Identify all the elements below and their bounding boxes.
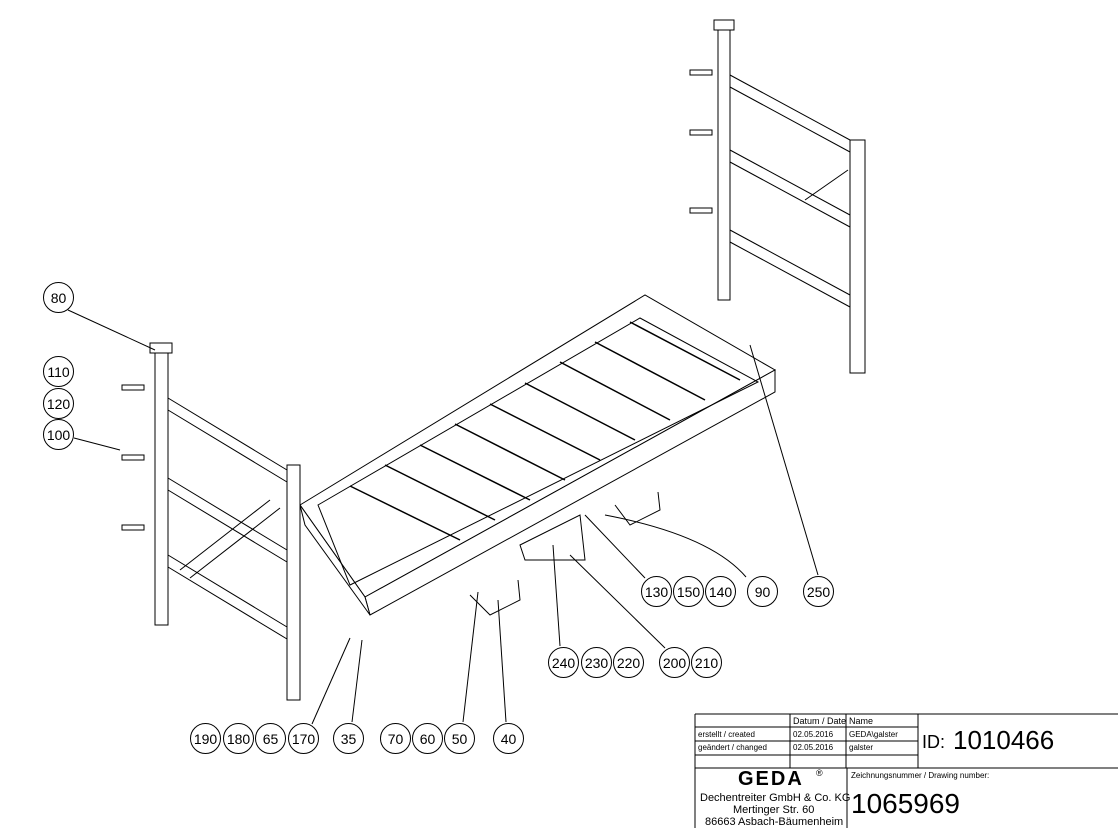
balloon-65: 65 bbox=[255, 723, 286, 754]
changed-name: galster bbox=[849, 743, 874, 752]
changed-label: geändert / changed bbox=[698, 743, 767, 752]
company-name: Dechentreiter GmbH & Co. KG bbox=[700, 792, 851, 804]
created-date: 02.05.2016 bbox=[793, 730, 834, 739]
drawing-number: 1065969 bbox=[851, 788, 961, 819]
balloon-60: 60 bbox=[412, 723, 443, 754]
changed-date: 02.05.2016 bbox=[793, 743, 834, 752]
date-header: Datum / Date bbox=[793, 716, 847, 726]
created-name: GEDA\galster bbox=[849, 730, 898, 739]
balloon-230: 230 bbox=[581, 647, 612, 678]
balloon-140: 140 bbox=[705, 576, 736, 607]
balloon-120: 120 bbox=[43, 388, 74, 419]
mounting-brackets bbox=[469, 491, 661, 616]
balloon-190: 190 bbox=[190, 723, 221, 754]
company-city: 86663 Asbach-Bäumenheim bbox=[705, 816, 844, 828]
balloon-70: 70 bbox=[380, 723, 411, 754]
balloon-130: 130 bbox=[641, 576, 672, 607]
balloon-210: 210 bbox=[691, 647, 722, 678]
registered-mark: ® bbox=[816, 768, 823, 778]
balloon-150: 150 bbox=[673, 576, 704, 607]
left-railing-frame bbox=[149, 342, 301, 701]
company-street: Mertinger Str. 60 bbox=[733, 804, 815, 816]
balloon-220: 220 bbox=[613, 647, 644, 678]
balloon-100: 100 bbox=[43, 419, 74, 450]
leader-lines bbox=[67, 309, 819, 725]
balloon-200: 200 bbox=[659, 647, 690, 678]
balloon-250: 250 bbox=[803, 576, 834, 607]
id-value: 1010466 bbox=[953, 725, 1055, 755]
right-railing-frame bbox=[713, 19, 866, 374]
title-block-frame bbox=[694, 713, 1118, 828]
id-label: ID: bbox=[922, 732, 946, 752]
platform bbox=[299, 294, 777, 616]
name-header: Name bbox=[849, 716, 874, 726]
geda-logo: GEDA bbox=[738, 768, 804, 790]
drawing-number-label: Zeichnungsnummer / Drawing number: bbox=[851, 771, 990, 780]
balloon-180: 180 bbox=[223, 723, 254, 754]
balloon-35: 35 bbox=[333, 723, 364, 754]
left-bolts bbox=[121, 384, 145, 531]
balloon-50: 50 bbox=[444, 723, 475, 754]
balloon-90: 90 bbox=[747, 576, 778, 607]
deck-slats bbox=[349, 321, 741, 541]
created-label: erstellt / created bbox=[698, 730, 755, 739]
balloon-40: 40 bbox=[493, 723, 524, 754]
balloon-240: 240 bbox=[548, 647, 579, 678]
right-bolts bbox=[689, 69, 713, 214]
balloon-170: 170 bbox=[288, 723, 319, 754]
balloon-110: 110 bbox=[43, 356, 74, 387]
balloon-80: 80 bbox=[43, 282, 74, 313]
